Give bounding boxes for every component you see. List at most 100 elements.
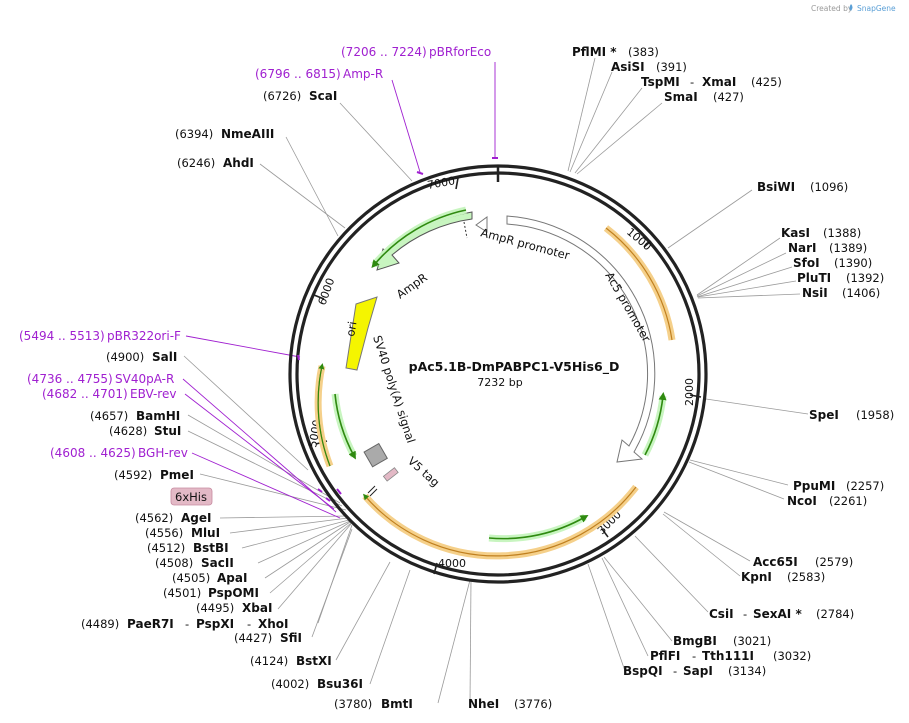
primer-sv40pa-name: SV40pA-R <box>115 372 174 386</box>
tick-7000: 7000 <box>426 174 456 192</box>
primer-markers <box>297 157 498 502</box>
plasmid-size: 7232 bp <box>477 376 522 389</box>
site-xbai: XbaI <box>242 601 272 615</box>
site-pflmi: PflMI * <box>572 45 617 59</box>
site-bspqi: BspQI <box>623 664 663 678</box>
site-bmgbi-pos: (3021) <box>733 634 771 648</box>
site-mlui-pos: (4556) <box>145 526 183 540</box>
site-kpni: KpnI <box>741 570 772 584</box>
site-bsu36i-pos: (4002) <box>271 677 309 691</box>
tick-2000: 2000 <box>683 378 696 406</box>
credit-prefix: Created by <box>811 4 853 13</box>
site-nmeaiii-pos: (6394) <box>175 127 213 141</box>
site-nmeaiii: NmeAIII <box>221 127 274 141</box>
site-scai: ScaI <box>309 89 337 103</box>
site-pluti: PluTI <box>797 271 831 285</box>
site-nsii-pos: (1406) <box>842 286 880 300</box>
site-tspmi-sep: - <box>690 75 694 89</box>
primer-leader-lines <box>182 62 496 519</box>
his-tag-label: 6xHis <box>175 490 207 504</box>
site-sexai: SexAI * <box>753 607 802 621</box>
site-ncoi-pos: (2261) <box>829 494 867 508</box>
backbone <box>288 164 708 584</box>
site-pflfi: PflFI <box>650 649 680 663</box>
site-sfii: SfiI <box>280 631 302 645</box>
primer-pbrforeco-range: (7206 .. 7224) <box>341 45 427 59</box>
primer-ebv-name: EBV-rev <box>130 387 176 401</box>
credit: Created by SnapGene <box>811 4 896 13</box>
site-scai-pos: (6726) <box>263 89 301 103</box>
primer-bgh-range: (4608 .. 4625) <box>50 446 136 460</box>
site-pflmi-pos: (383) <box>628 45 659 59</box>
site-nari-pos: (1389) <box>829 241 867 255</box>
orf-arc-2 <box>362 484 639 560</box>
site-agei: AgeI <box>181 511 211 525</box>
v5-tag-box <box>382 467 399 482</box>
site-asisi-pos: (391) <box>656 60 687 74</box>
site-nhei-pos: (3776) <box>514 697 552 711</box>
site-spei-pos: (1958) <box>856 408 894 422</box>
site-kasi-pos: (1388) <box>823 226 861 240</box>
site-stui: StuI <box>154 424 181 438</box>
site-acc65i: Acc65I <box>753 555 798 569</box>
site-bspqi-pos: (3134) <box>728 664 766 678</box>
site-spei: SpeI <box>809 408 839 422</box>
primer-labels: (7206 .. 7224) pBRforEco (6796 .. 6815) … <box>19 45 491 460</box>
site-bamhi-pos: (4657) <box>90 409 128 423</box>
sv40-label: SV40 poly(A) signal <box>370 334 418 445</box>
site-mlui: MluI <box>191 526 220 540</box>
site-pmei-pos: (4592) <box>114 468 152 482</box>
leader-lines <box>183 57 809 704</box>
site-sali: SalI <box>152 350 177 364</box>
site-bstxi: BstXI <box>296 654 332 668</box>
site-sapi: SapI <box>683 664 713 678</box>
site-paer7i: PaeR7I <box>127 617 174 631</box>
v5-tag-label: V5 tag <box>405 454 442 490</box>
site-tth111i: Tth111I <box>702 649 754 663</box>
credit-brand: SnapGene <box>857 4 896 13</box>
site-bamhi: BamHI <box>136 409 180 423</box>
site-ahdi-pos: (6246) <box>177 156 215 170</box>
site-sali-pos: (4900) <box>106 350 144 364</box>
ori-label: ori <box>343 320 359 337</box>
primer-ebv-range: (4682 .. 4701) <box>42 387 128 401</box>
site-ncoi: NcoI <box>787 494 817 508</box>
primer-pbrforeco-name: pBRforEco <box>429 45 491 59</box>
ac5-promoter-label: Ac5 promoter <box>602 270 653 345</box>
site-pmei: PmeI <box>160 468 194 482</box>
site-bsu36i: Bsu36I <box>317 677 363 691</box>
ampr-label: AmpR <box>394 270 430 301</box>
enzyme-labels-right: PflMI * (383) AsiSI (391) TspMI - XmaI (… <box>468 45 894 711</box>
site-paer7i-sep: - <box>185 617 189 631</box>
site-ahdi: AhdI <box>223 156 254 170</box>
site-bsiwi: BsiWI <box>757 180 795 194</box>
site-csii-sep: - <box>743 607 747 621</box>
site-sacii: SacII <box>201 556 234 570</box>
site-pluti-pos: (1392) <box>846 271 884 285</box>
site-pspomi: PspOMI <box>208 586 259 600</box>
site-pspxi: PspXI <box>196 617 234 631</box>
site-smai: SmaI <box>664 90 698 104</box>
primer-bgh-name: BGH-rev <box>138 446 188 460</box>
site-tspmi: TspMI <box>641 75 680 89</box>
ac5-promoter-arrow <box>506 215 656 463</box>
site-bsiwi-pos: (1096) <box>810 180 848 194</box>
features <box>314 206 676 560</box>
snapgene-logo-icon <box>849 4 853 11</box>
plasmid-name: pAc5.1B-DmPABPC1-V5His6_D <box>409 359 620 375</box>
his-tag-box: 6xHis <box>170 487 213 506</box>
site-kasi: KasI <box>781 226 810 240</box>
site-pflfi-pos: (3032) <box>773 649 811 663</box>
tick-4000: 4000 <box>438 557 466 570</box>
site-ppumi-pos: (2257) <box>846 479 884 493</box>
site-xhoi: XhoI <box>258 617 289 631</box>
site-sacii-pos: (4508) <box>155 556 193 570</box>
site-agei-pos: (4562) <box>135 511 173 525</box>
site-smai-pos: (427) <box>713 90 744 104</box>
ampr-arrow <box>376 211 473 271</box>
site-nhei: NheI <box>468 697 499 711</box>
site-bstxi-pos: (4124) <box>250 654 288 668</box>
site-tspmi-pos: (425) <box>751 75 782 89</box>
site-pspomi-pos: (4501) <box>163 586 201 600</box>
primer-ampr-name: Amp-R <box>343 67 383 81</box>
